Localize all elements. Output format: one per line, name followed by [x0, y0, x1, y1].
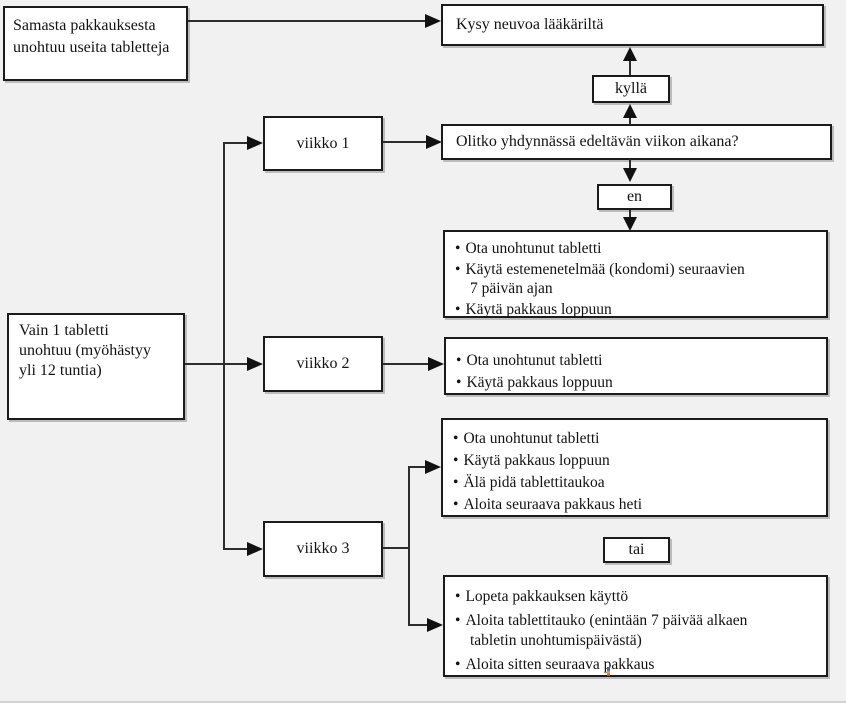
- connector-branch-vertical: [408, 466, 410, 626]
- action-list: Ota unohtunut tabletti Käytä pakkaus lop…: [453, 429, 816, 514]
- arrowhead-right-icon: [425, 460, 441, 474]
- label-no: en: [597, 184, 672, 210]
- list-item: Ota unohtunut tabletti: [453, 429, 816, 448]
- connector-no-to-week1-actions: [629, 210, 631, 218]
- label-or: tai: [603, 537, 670, 563]
- connector-branch-to-option2: [408, 624, 428, 626]
- arrowhead-down-icon: [623, 217, 637, 231]
- node-week3-option1-actions: Ota unohtunut tabletti Käytä pakkaus lop…: [441, 418, 828, 517]
- node-week-1: viikko 1: [263, 116, 383, 171]
- connector-yes-to-ask: [629, 60, 631, 75]
- list-item: Käytä estemenetelmää (kondomi) seuraavie…: [455, 260, 816, 298]
- list-item: Käytä pakkaus loppuun: [453, 451, 816, 470]
- node-week-3: viikko 3: [263, 521, 383, 577]
- node-intercourse-question: Olitko yhdynnässä edeltävän viikon aikan…: [441, 124, 832, 160]
- connector-week1-to-question: [383, 141, 427, 143]
- list-item: Aloita tablettitauko (enintään 7 päivää …: [455, 611, 816, 651]
- arrowhead-right-icon: [247, 136, 263, 150]
- connector-multiple-to-ask: [188, 20, 426, 22]
- list-item: Aloita seuraava pakkaus heti: [453, 495, 816, 514]
- arrowhead-right-icon: [247, 542, 263, 556]
- connector-trunk-vertical: [223, 142, 225, 550]
- node-week3-option2-actions: Lopeta pakkauksen käyttö Aloita tabletti…: [443, 575, 828, 677]
- node-multiple-tablets-forgotten: Samasta pakkauksesta unohtuu useita tabl…: [3, 6, 188, 81]
- arrowhead-right-icon: [425, 14, 441, 28]
- list-item: Aloita sitten seuraava pakkaus: [455, 655, 816, 675]
- connector-question-to-no: [629, 159, 631, 169]
- arrowhead-right-icon: [427, 618, 443, 632]
- node-week2-actions: Ota unohtunut tabletti Käytä pakkaus lop…: [444, 337, 828, 395]
- list-item: Käytä pakkaus loppuun: [456, 373, 816, 393]
- connector-branch-to-option1: [408, 466, 426, 468]
- arrowhead-right-icon: [426, 135, 442, 149]
- label-yes: kyllä: [592, 75, 670, 103]
- connector-week2-to-actions: [383, 363, 429, 365]
- arrowhead-up-icon: [623, 104, 637, 118]
- node-ask-doctor: Kysy neuvoa lääkäriltä: [441, 4, 824, 46]
- action-list: Ota unohtunut tabletti Käytä pakkaus lop…: [456, 351, 816, 393]
- node-one-tablet-forgotten: Vain 1 tabletti unohtuu (myöhästyy yli 1…: [7, 313, 185, 420]
- list-item: Käytä pakkaus loppuun: [455, 300, 816, 319]
- list-item: Ota unohtunut tabletti: [455, 239, 816, 258]
- connector-week3-stem: [383, 547, 410, 549]
- connector-trunk-to-week1: [224, 142, 248, 144]
- connector-question-to-yes: [629, 117, 631, 125]
- arrowhead-down-icon: [623, 168, 637, 182]
- list-item: Lopeta pakkauksen käyttö: [455, 587, 816, 607]
- action-list: Ota unohtunut tabletti Käytä estemenetel…: [455, 239, 816, 319]
- connector-trunk-to-week3: [224, 548, 248, 550]
- arrowhead-right-icon: [247, 357, 263, 371]
- list-item: Ota unohtunut tabletti: [456, 351, 816, 371]
- node-week1-actions: Ota unohtunut tabletti Käytä estemenetel…: [443, 230, 828, 318]
- arrowhead-up-icon: [623, 47, 637, 61]
- arrowhead-right-icon: [428, 357, 444, 371]
- pixel-artifact: [607, 667, 610, 676]
- list-item: Älä pidä tablettitaukoa: [453, 473, 816, 492]
- node-week-2: viikko 2: [263, 336, 383, 392]
- action-list: Lopeta pakkauksen käyttö Aloita tabletti…: [455, 587, 816, 675]
- connector-one-forgotten-to-week2: [185, 363, 248, 365]
